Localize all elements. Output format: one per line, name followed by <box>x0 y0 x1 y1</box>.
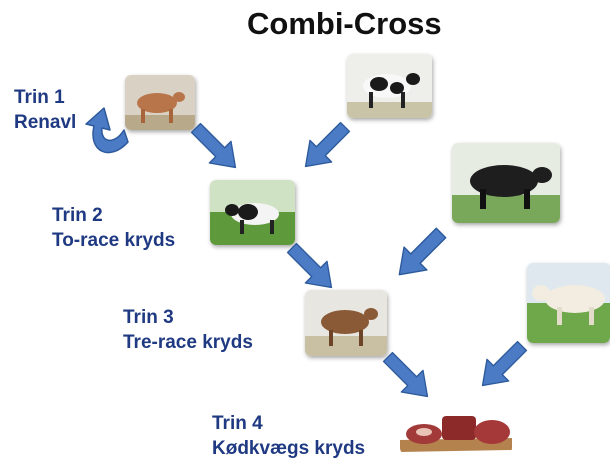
step-1-label: Trin 1 Renavl <box>14 85 76 135</box>
step-1-name: Renavl <box>14 112 77 133</box>
black-bull-photo <box>452 143 560 223</box>
three-breed-cross-photo <box>305 290 387 356</box>
step-3-name: Tre-race kryds <box>123 332 253 353</box>
red-cow-photo <box>125 75 195 130</box>
step-4-name: Kødkvægs kryds <box>212 438 366 459</box>
arrow-cross2-to-cross3 <box>280 236 343 299</box>
step-3-label: Trin 3 Tre-race kryds <box>123 305 253 355</box>
step-4-number: Trin 4 <box>212 413 263 434</box>
arrow-red-cow-to-cross2 <box>184 116 247 179</box>
holstein-cow-photo <box>347 54 432 118</box>
arrow-black-bull-to-cross3 <box>387 220 454 287</box>
step-3-number: Trin 3 <box>123 307 174 328</box>
step-2-number: Trin 2 <box>52 205 103 226</box>
arrow-cross3-to-meat <box>376 345 439 408</box>
arrow-white-bull-to-meat <box>471 334 534 397</box>
step-1-number: Trin 1 <box>14 87 65 108</box>
step-2-name: To-race kryds <box>52 230 176 251</box>
step-4-label: Trin 4 Kødkvægs kryds <box>212 411 365 461</box>
white-bull-photo <box>527 263 610 343</box>
renavl-loop-arrow <box>85 107 129 154</box>
step-2-label: Trin 2 To-race kryds <box>52 203 175 253</box>
arrow-holstein-to-cross2 <box>294 115 357 178</box>
diagram-title: Combi-Cross <box>247 6 442 41</box>
meat-cuts-photo <box>400 408 512 454</box>
two-breed-cross-photo <box>210 180 295 245</box>
